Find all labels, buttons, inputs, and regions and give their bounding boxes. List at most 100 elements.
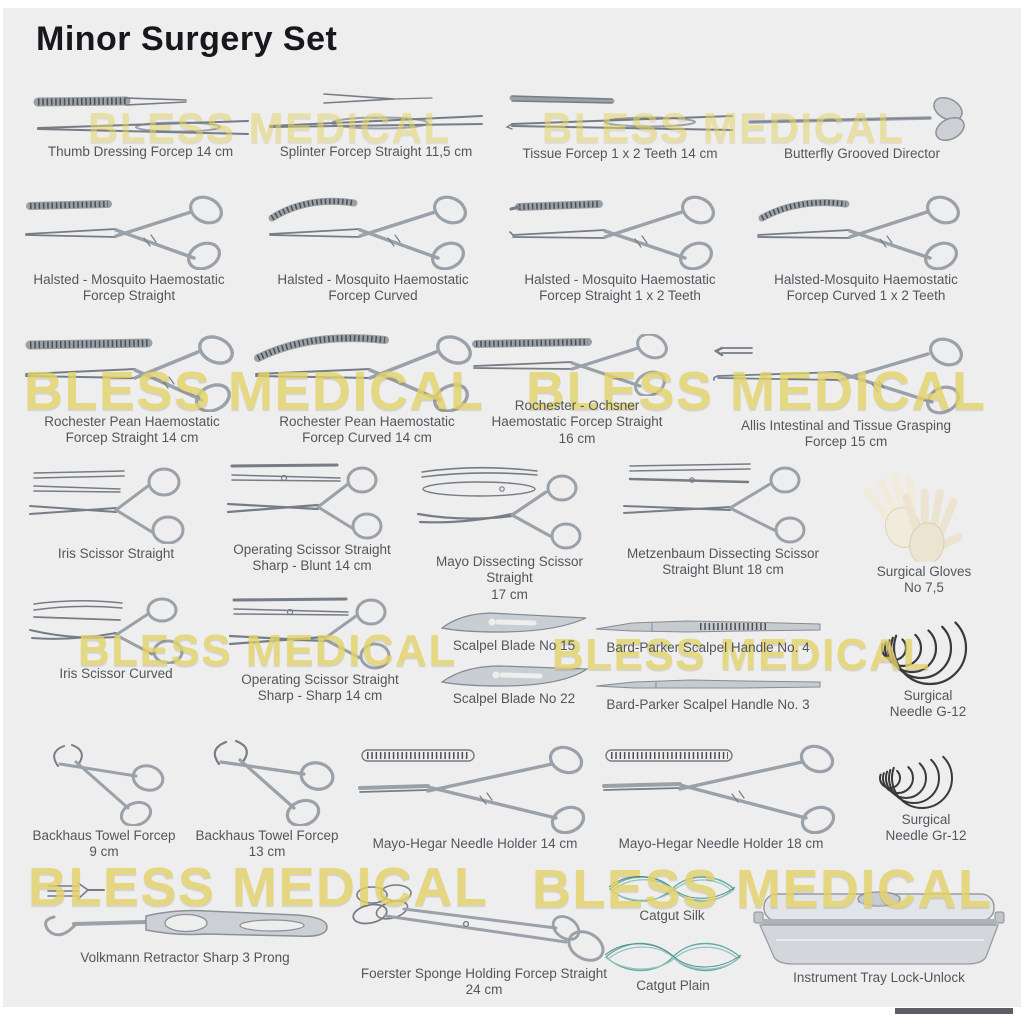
catalog-background [3, 8, 1021, 1007]
surgical-gloves-image [863, 472, 963, 562]
item-label: Tissue Forcep 1 x 2 Teeth 14 cm [522, 146, 718, 161]
item-label: Iris Scissor Straight [57, 546, 175, 561]
item-label: Halsted - Mosquito Haemostatic Forcep Cu… [277, 272, 469, 304]
backhaus-9-image [53, 744, 165, 826]
thumb-dressing-forcep-image [33, 96, 249, 135]
product-foerster-sponge-forcep: Foerster Sponge Holding Forcep Straight … [338, 882, 630, 999]
iris-scissor-straight-image [29, 467, 185, 544]
catgut-plain-image [604, 942, 742, 972]
item-label: Surgical Gloves No 7,5 [876, 564, 972, 596]
product-iris-scissor-straight: Iris Scissor Straight [22, 466, 210, 562]
product-operating-scissor-sharp-sharp: Operating Scissor Straight Sharp - Sharp… [224, 594, 416, 705]
item-label: Rochester Pean Haemostatic Forcep Straig… [44, 414, 220, 446]
item-label: Bard-Parker Scalpel Handle No. 4 [606, 640, 810, 655]
item-label: Halsted - Mosquito Haemostatic Forcep St… [33, 272, 225, 304]
halsted-mosquito-straight-teeth-image [509, 195, 715, 270]
product-butterfly-grooved-director: Butterfly Grooved Director [742, 92, 982, 162]
product-volkmann-retractor: Volkmann Retractor Sharp 3 Prong [34, 876, 336, 966]
item-label: Rochester Pean Haemostatic Forcep Curved… [279, 414, 455, 446]
halsted-mosquito-straight-image [25, 195, 223, 270]
item-label: Operating Scissor Straight Sharp - Sharp… [241, 672, 399, 704]
product-catgut-plain: Catgut Plain [598, 938, 748, 994]
item-label: Splinter Forcep Straight 11,5 cm [279, 144, 473, 159]
product-surgical-needle-g12: Surgical Needle G-12 [866, 608, 990, 721]
product-halsted-mosquito-straight: Halsted - Mosquito Haemostatic Forcep St… [18, 194, 240, 305]
product-rochester-ochsner-straight: Rochester - Ochsner Haemostatic Forcep S… [468, 334, 686, 447]
product-halsted-mosquito-curved-teeth: Halsted-Mosquito Haemostatic Forcep Curv… [750, 194, 982, 305]
product-halsted-mosquito-straight-teeth: Halsted - Mosquito Haemostatic Forcep St… [505, 194, 735, 305]
item-label: Backhaus Towel Forcep 9 cm [32, 828, 176, 860]
rochester-pean-curved-image [254, 334, 472, 412]
surgical-needle-g12-image [880, 610, 968, 686]
product-tissue-forcep: Tissue Forcep 1 x 2 Teeth 14 cm [500, 88, 740, 162]
item-label: Iris Scissor Curved [59, 666, 173, 681]
product-allis-forcep: Allis Intestinal and Tissue Grasping For… [710, 336, 982, 451]
operating-scissor-sharp-blunt-image [226, 463, 383, 540]
metzenbaum-scissor-image [623, 463, 806, 544]
iris-scissor-curved-image [29, 597, 184, 664]
item-label: Mayo Dissecting Scissor Straight 17 cm [435, 554, 584, 602]
item-label: Thumb Dressing Forcep 14 cm [47, 144, 234, 159]
mayo-hegar-14-image [358, 745, 586, 834]
item-label: Surgical Needle G-12 [889, 688, 967, 720]
operating-scissor-sharp-sharp-image [228, 597, 391, 670]
product-scalpel-blade-15: Scalpel Blade No 15 [438, 610, 590, 654]
item-label: Instrument Tray Lock-Unlock [793, 970, 965, 985]
splinter-forcep-image [269, 93, 483, 130]
bard-parker-handle-4-image [595, 620, 821, 633]
catgut-silk-image [608, 876, 736, 902]
product-operating-scissor-sharp-blunt: Operating Scissor Straight Sharp - Blunt… [222, 460, 402, 575]
mayo-scissor-straight-image [416, 466, 582, 550]
product-mayo-hegar-14: Mayo-Hegar Needle Holder 14 cm [352, 742, 598, 852]
product-mayo-scissor-straight: Mayo Dissecting Scissor Straight 17 cm [412, 462, 607, 603]
item-label: Scalpel Blade No 15 [452, 638, 576, 653]
scalpel-blade-22-image [440, 665, 589, 687]
item-label: Allis Intestinal and Tissue Grasping For… [740, 418, 952, 450]
item-label: Bard-Parker Scalpel Handle No. 3 [606, 697, 810, 712]
rochester-pean-straight-image [25, 335, 234, 412]
item-label: Scalpel Blade No 22 [452, 691, 576, 706]
foerster-sponge-forcep-image [352, 884, 605, 962]
product-bard-parker-handle-4: Bard-Parker Scalpel Handle No. 4 [592, 616, 824, 656]
product-mayo-hegar-18: Mayo-Hegar Needle Holder 18 cm [598, 742, 844, 852]
product-bard-parker-handle-3: Bard-Parker Scalpel Handle No. 3 [592, 673, 824, 713]
tissue-forcep-image [505, 95, 733, 131]
item-label: Rochester - Ochsner Haemostatic Forcep S… [491, 398, 663, 446]
instrument-tray-image [753, 891, 1005, 965]
product-halsted-mosquito-curved: Halsted - Mosquito Haemostatic Forcep Cu… [262, 194, 484, 305]
backhaus-13-image [213, 739, 335, 826]
halsted-mosquito-curved-teeth-image [757, 195, 960, 270]
item-label: Backhaus Towel Forcep 13 cm [195, 828, 339, 860]
item-label: Catgut Silk [639, 908, 705, 923]
halsted-mosquito-curved-image [268, 195, 467, 270]
surgical-needle-gr12-image [879, 747, 953, 809]
item-label: Halsted-Mosquito Haemostatic Forcep Curv… [774, 272, 958, 304]
rochester-ochsner-straight-image [472, 334, 668, 396]
item-label: Surgical Needle Gr-12 [885, 812, 967, 844]
allis-forcep-image [713, 337, 963, 415]
bottom-bar [895, 1008, 1013, 1014]
item-label: Halsted - Mosquito Haemostatic Forcep St… [524, 272, 716, 304]
item-label: Butterfly Grooved Director [783, 146, 941, 161]
product-surgical-needle-gr12: Surgical Needle Gr-12 [864, 746, 988, 845]
item-label: Mayo-Hegar Needle Holder 18 cm [618, 836, 824, 851]
product-metzenbaum-scissor: Metzenbaum Dissecting Scissor Straight B… [618, 458, 828, 579]
product-splinter-forcep: Splinter Forcep Straight 11,5 cm [262, 86, 490, 160]
item-label: Volkmann Retractor Sharp 3 Prong [80, 950, 290, 965]
item-label: Mayo-Hegar Needle Holder 14 cm [372, 836, 578, 851]
product-iris-scissor-curved: Iris Scissor Curved [22, 596, 210, 682]
product-instrument-tray: Instrument Tray Lock-Unlock [738, 878, 1020, 986]
item-label: Catgut Plain [636, 978, 710, 993]
bard-parker-handle-3-image [595, 679, 821, 689]
item-label: Metzenbaum Dissecting Scissor Straight B… [626, 546, 820, 578]
product-backhaus-13: Backhaus Towel Forcep 13 cm [186, 732, 348, 861]
product-backhaus-9: Backhaus Towel Forcep 9 cm [28, 736, 180, 861]
volkmann-retractor-image [44, 882, 328, 938]
butterfly-grooved-director-image [748, 96, 965, 142]
mayo-hegar-18-image [602, 744, 836, 834]
product-thumb-dressing-forcep: Thumb Dressing Forcep 14 cm [28, 90, 253, 160]
product-scalpel-blade-22: Scalpel Blade No 22 [438, 663, 590, 707]
product-rochester-pean-curved: Rochester Pean Haemostatic Forcep Curved… [250, 330, 484, 447]
page-title: Minor Surgery Set [36, 20, 338, 58]
item-label: Operating Scissor Straight Sharp - Blunt… [233, 542, 391, 574]
